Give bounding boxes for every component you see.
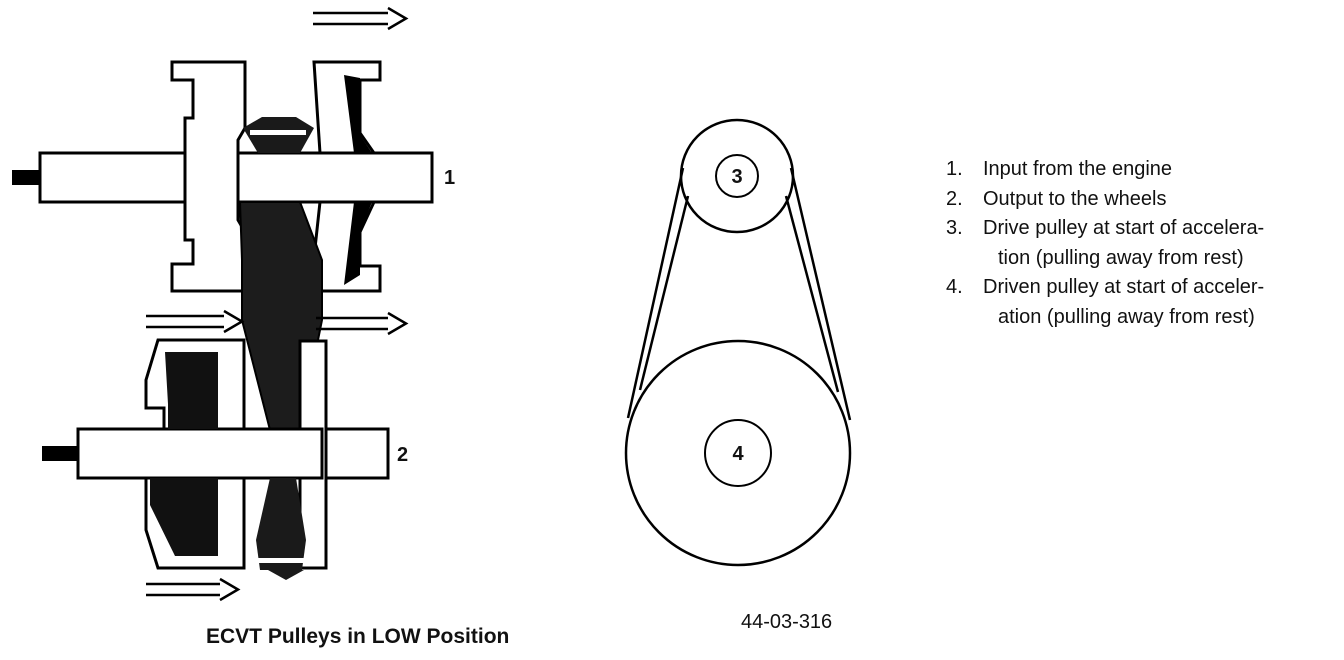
driven-sheave-shading <box>150 352 218 556</box>
belt-right-outer <box>789 167 852 421</box>
legend-number: 3. <box>946 217 963 239</box>
legend-number: 2. <box>946 187 963 210</box>
drive-fixed-sheave <box>170 60 247 293</box>
belt-schematic <box>624 118 852 567</box>
driven-belt-bottom <box>256 478 306 570</box>
legend-text-continued: tion (pulling away from rest) <box>998 246 1244 269</box>
legend-text: Driven pulley at start of acceler- <box>983 276 1265 298</box>
belt-right-inner <box>784 195 840 393</box>
legend-item-4: 4. Driven pulley at start of acceler- at… <box>946 273 1338 332</box>
legend-text: Input from the engine <box>983 158 1173 180</box>
legend-text: Drive pulley at start of accelera- <box>983 217 1265 239</box>
legend-text-continued: ation (pulling away from rest) <box>998 305 1255 328</box>
motion-arrows <box>146 6 409 602</box>
legend-item-1: 1. Input from the engine <box>946 155 1338 185</box>
arrow-top <box>313 6 409 31</box>
driven-pulley-circle <box>624 339 852 567</box>
belt-left-outer <box>626 167 685 419</box>
legend-item-3: 3. Drive pulley at start of accelera- ti… <box>946 214 1338 273</box>
arrow-mid-right <box>316 311 409 336</box>
drive-pulley-badge <box>715 154 759 198</box>
figure-id: 44-03-316 <box>741 611 833 633</box>
drive-sheave-shading <box>344 75 372 285</box>
lower-driven-pulley <box>42 338 390 580</box>
arrow-mid-left <box>146 309 245 334</box>
belt-left-inner <box>638 195 690 391</box>
pulley-label-1: 1 <box>444 167 455 189</box>
pulley-label-2: 2 <box>397 444 408 466</box>
circle-label-3: 3 <box>731 166 742 188</box>
upper-drive-pulley <box>12 60 434 293</box>
legend-number: 4. <box>946 276 963 298</box>
legend-number: 1. <box>946 158 963 180</box>
legend: 1. Input from the engine 2. Output to th… <box>946 155 1338 332</box>
driven-pulley-badge <box>704 419 772 487</box>
driven-pulley-hub <box>76 427 390 480</box>
arrow-bottom <box>146 577 241 602</box>
driven-fixed-sheave <box>298 339 328 570</box>
legend-text: Output to the wheels <box>983 187 1167 210</box>
figure-caption: ECVT Pulleys in LOW Position <box>206 625 510 648</box>
circle-label-4: 4 <box>732 443 744 465</box>
legend-item-2: 2. Output to the wheels <box>946 185 1338 215</box>
